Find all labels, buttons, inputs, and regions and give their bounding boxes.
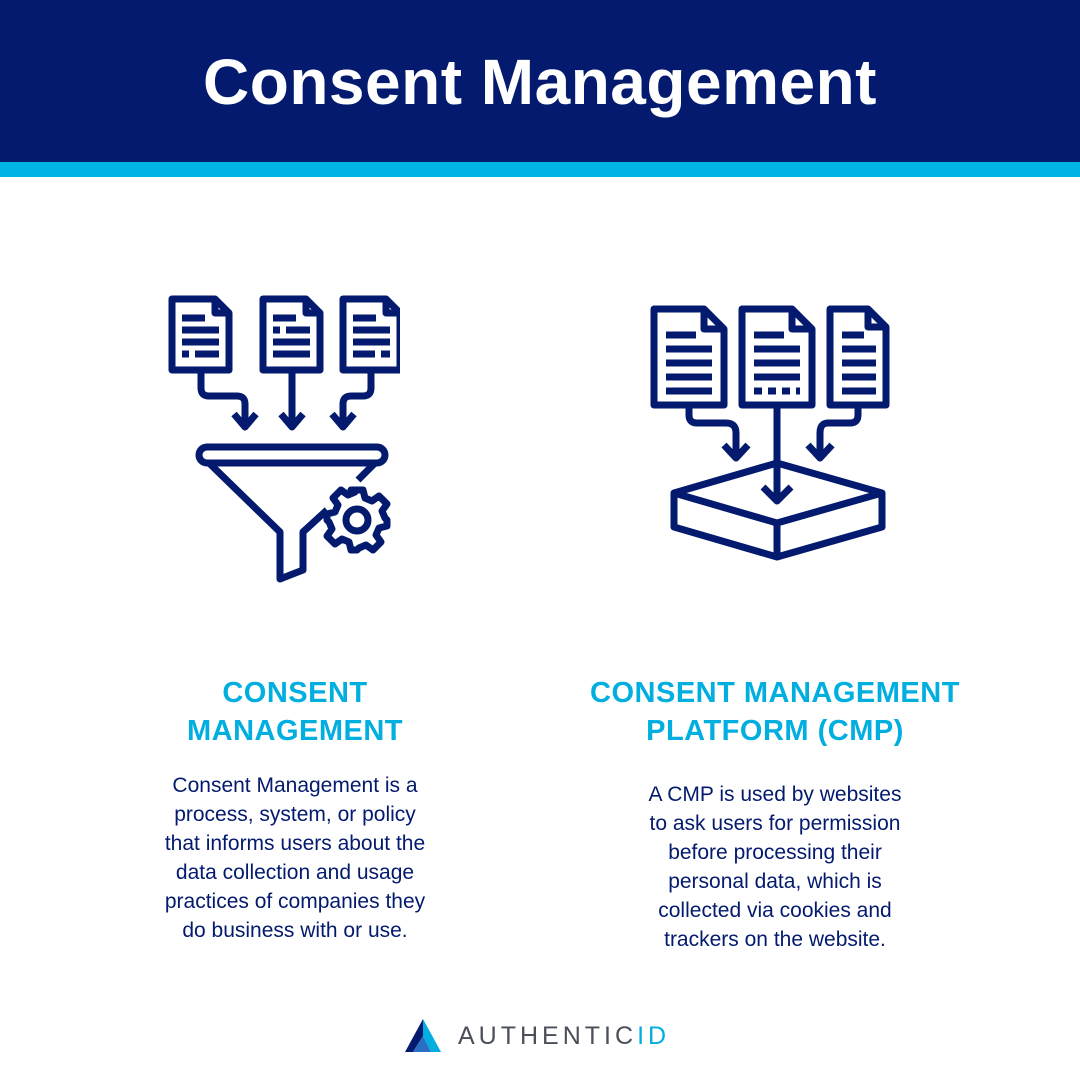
page-title: Consent Management xyxy=(203,46,877,118)
consent-management-description: Consent Management is a process, system,… xyxy=(164,774,426,942)
accent-bar xyxy=(0,162,1080,177)
brand-name: AUTHENTICID xyxy=(458,1016,670,1056)
header-banner: Consent Management xyxy=(0,0,1080,162)
documents-funnel-gear-icon xyxy=(165,292,400,587)
authenticid-logo-icon xyxy=(405,1019,441,1052)
cmp-description: A CMP is used by websites to ask users f… xyxy=(648,783,902,951)
documents-box-icon xyxy=(650,305,890,565)
cmp-heading: CONSENT MANAGEMENT PLATFORM (CMP) xyxy=(590,677,960,747)
consent-management-heading: CONSENT MANAGEMENT xyxy=(186,677,404,747)
brand-name-part2: ID xyxy=(637,1022,671,1050)
brand-name-part1: AUTHENTIC xyxy=(458,1022,638,1050)
authenticid-brand: AUTHENTICID xyxy=(404,1016,670,1056)
